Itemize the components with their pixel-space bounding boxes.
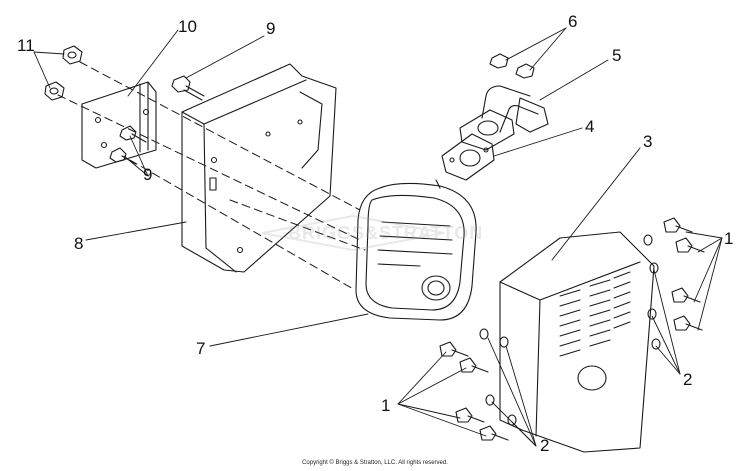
callout-11: 11	[17, 36, 35, 55]
callout-8: 8	[74, 234, 84, 253]
part-6-nuts	[489, 53, 535, 79]
part-1-bolts	[439, 217, 705, 441]
part-10-bracket	[81, 81, 157, 169]
part-2-washers	[479, 234, 661, 426]
part-5-exhaust-elbow	[459, 85, 549, 151]
callout-2-bottom: 2	[540, 436, 550, 455]
part-9-screws	[109, 75, 205, 165]
watermark-text: BRIGGS&STRATTON	[288, 223, 484, 243]
part-4-gasket	[441, 133, 495, 181]
part-3-muffler-guard	[499, 231, 655, 453]
part-11-nuts	[44, 45, 83, 101]
callout-9-top: 9	[266, 19, 276, 38]
callout-2-right: 2	[683, 370, 693, 389]
callout-3: 3	[643, 132, 653, 151]
callout-10: 10	[178, 17, 197, 36]
callout-5: 5	[612, 46, 622, 65]
brand-watermark: BRIGGS&STRATTON	[258, 214, 482, 252]
callout-4: 4	[585, 117, 595, 136]
callout-1-bottom: 1	[381, 396, 391, 415]
part-7-muffler	[355, 179, 477, 321]
callout-6: 6	[568, 12, 578, 31]
callout-7: 7	[196, 339, 206, 358]
callout-1-right: 1	[724, 229, 734, 248]
callout-9-left: 9	[143, 165, 153, 184]
leader-lines	[33, 27, 723, 447]
copyright-notice: Copyright © Briggs & Stratton, LLC. All …	[302, 460, 448, 466]
part-8-mounting-bracket	[181, 63, 337, 273]
